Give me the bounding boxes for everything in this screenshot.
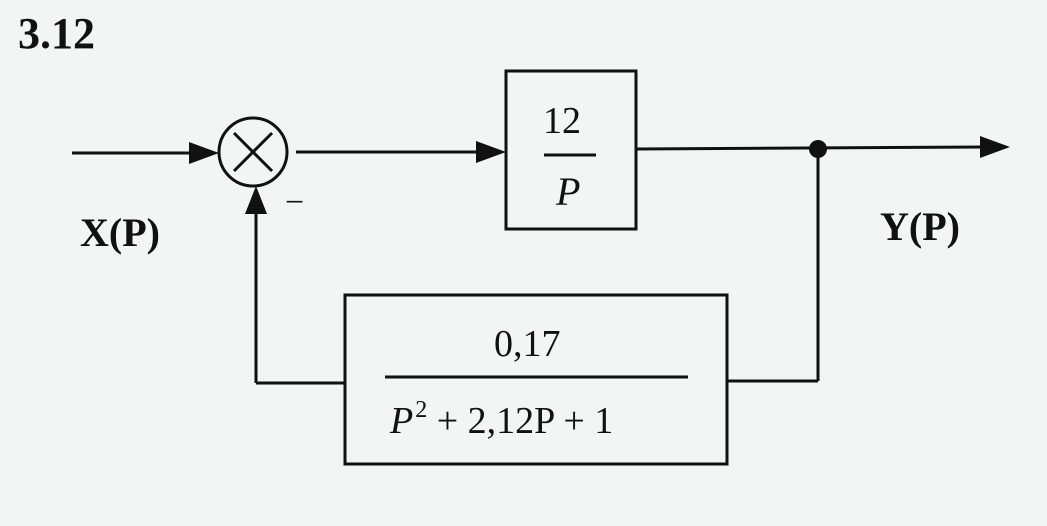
input-label: X(P) [80,210,160,255]
forward-denominator: P [556,169,581,214]
problem-number: 3.12 [18,9,95,58]
output-arrowhead-icon [980,136,1010,158]
branch-point-icon [809,140,827,158]
summing-sign: − [285,184,305,221]
feedback-denominator-exponent: 2 [415,397,428,423]
input-arrowhead-icon [189,142,219,164]
feedback-denominator-base: P [390,400,414,442]
feedback-numerator: 0,17 [494,323,561,365]
output-label: Y(P) [880,204,960,249]
summing-junction-icon [217,116,289,188]
feedback-arrowhead-icon [245,186,267,214]
feedback-denominator-rest: + 2,12P + 1 [427,400,614,442]
feedback-block [343,293,729,466]
forward-arrowhead-icon [476,141,506,163]
feedback-denominator: P2 + 2,12P + 1 [390,398,613,440]
forward-block [504,69,638,231]
forward-numerator: 12 [543,100,581,142]
